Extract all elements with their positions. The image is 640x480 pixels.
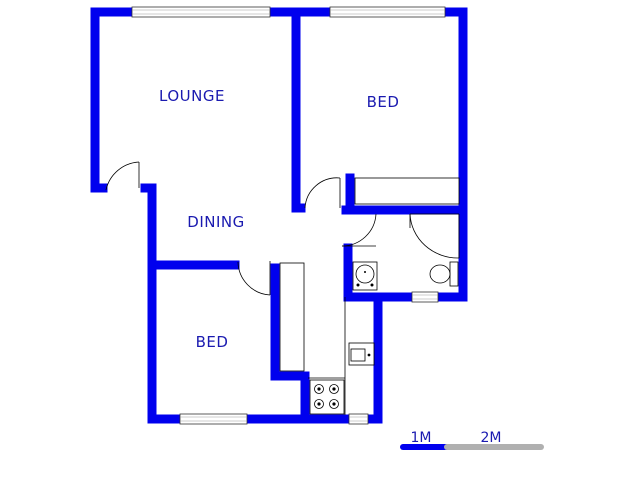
- fixtures: [279, 177, 460, 415]
- window-bed-lower: [179, 413, 248, 425]
- window-kitchen: [348, 413, 369, 425]
- wall-lower-bed-outer: [147, 260, 185, 424]
- wall-lounge-top-left: [90, 7, 137, 193]
- windows: [131, 6, 446, 425]
- doors: [105, 161, 377, 296]
- wall-top-right: [433, 7, 468, 302]
- scale-label-1m: 1M: [411, 430, 432, 446]
- wall-dining-left: [140, 183, 157, 270]
- room-label-bed-lower: BED: [196, 333, 229, 351]
- walls: [90, 7, 468, 424]
- shower: [409, 213, 460, 259]
- kitchen-counter: [308, 297, 346, 415]
- basin: [352, 261, 378, 291]
- window-bed-upper: [329, 6, 446, 18]
- scale-bar: 1M 2M: [400, 430, 544, 450]
- stove: [309, 379, 345, 415]
- window-lounge: [131, 6, 271, 18]
- wall-bathroom-left: [343, 243, 417, 302]
- passage-cupboard: [279, 262, 305, 372]
- room-labels: LOUNGE BED DINING BED: [159, 87, 399, 351]
- door-bed-upper: [304, 177, 341, 209]
- kitchen-sink: [348, 342, 375, 366]
- door-bed-lower: [237, 261, 271, 296]
- wall-bed-kitchen-partition: [270, 263, 310, 424]
- scale-label-2m: 2M: [481, 430, 502, 446]
- room-label-lounge: LOUNGE: [159, 87, 225, 105]
- window-bathroom: [411, 291, 439, 303]
- door-entrance: [105, 161, 140, 191]
- room-label-bed-upper: BED: [367, 93, 400, 111]
- toilet: [429, 261, 459, 287]
- wall-lounge-bed-divider: [291, 7, 306, 213]
- room-label-dining: DINING: [187, 213, 244, 231]
- built-in-cupboard: [354, 177, 460, 205]
- door-bathroom: [341, 213, 377, 247]
